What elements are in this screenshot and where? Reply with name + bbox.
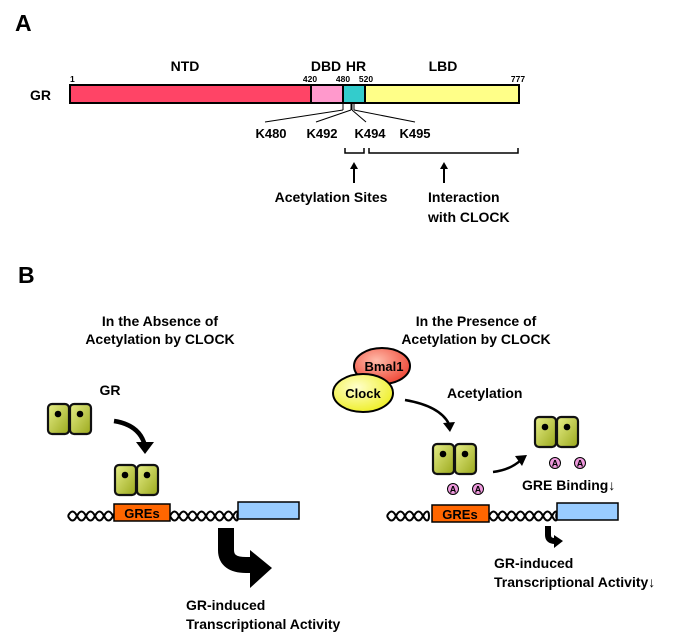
- right-output-line1: GR-induced: [494, 555, 573, 571]
- domain-dbd: [310, 84, 344, 104]
- acetylation-sites-label: Acetylation Sites: [275, 189, 388, 205]
- right-title-line2: Acetylation by CLOCK: [401, 331, 550, 347]
- right-gre-box: [431, 504, 490, 523]
- panel-a-label: A: [15, 10, 32, 36]
- svg-text:A: A: [450, 485, 457, 495]
- site-k492: K492: [306, 126, 337, 141]
- acetylation-process-label: Acetylation: [447, 385, 522, 401]
- gre-binding-label: GRE Binding↓: [522, 477, 615, 493]
- panel-b-label: B: [18, 262, 35, 288]
- interaction-label-line1: Interaction: [428, 189, 500, 205]
- bound-gr-dimer: [113, 463, 160, 497]
- left-gene-box: [237, 501, 300, 520]
- right-gene-box: [556, 502, 619, 521]
- right-output-line2: Transcriptional Activity↓: [494, 574, 655, 590]
- svg-text:A: A: [577, 459, 584, 469]
- bmal1-label: Bmal1: [364, 359, 403, 374]
- domain-label-ntd: NTD: [171, 58, 200, 74]
- acetylation-arrow-icon: [404, 398, 455, 432]
- left-activity-arrow-icon: [218, 528, 272, 588]
- up-arrow-icon: [350, 162, 358, 183]
- domain-label-dbd: DBD: [311, 58, 341, 74]
- position-480: 480: [336, 74, 350, 84]
- left-gr-label: GR: [100, 382, 121, 398]
- up-arrow-icon: [440, 162, 448, 183]
- interaction-bracket: [368, 148, 519, 154]
- right-activity-arrow-icon: [545, 526, 563, 548]
- acetylation-bracket: [344, 148, 365, 154]
- position-1: 1: [70, 74, 75, 84]
- svg-text:A: A: [475, 485, 482, 495]
- left-dna: [67, 510, 239, 522]
- acetyl-mark: A: [549, 457, 561, 469]
- acetyl-mark: A: [472, 483, 484, 495]
- left-gre-label: GREs: [124, 506, 159, 521]
- protein-label: GR: [30, 87, 51, 103]
- left-title-line1: In the Absence of: [102, 313, 219, 329]
- acetyl-mark: A: [574, 457, 586, 469]
- free-gr-dimer: [46, 402, 93, 436]
- right-gre-label: GREs: [442, 507, 477, 522]
- site-k494: K494: [354, 126, 386, 141]
- dissociation-arrow-icon: [492, 455, 527, 474]
- clock-protein: [332, 373, 394, 413]
- domain-lbd: [364, 84, 520, 104]
- right-dna: [386, 510, 558, 522]
- released-gr-dimer: [533, 415, 580, 449]
- position-520: 520: [359, 74, 373, 84]
- clock-label: Clock: [345, 386, 381, 401]
- left-gre-box: [113, 503, 171, 522]
- interaction-label-line2: with CLOCK: [427, 209, 510, 225]
- right-title-line1: In the Presence of: [416, 313, 537, 329]
- site-k495: K495: [399, 126, 430, 141]
- svg-text:A: A: [552, 459, 559, 469]
- domain-label-lbd: LBD: [429, 58, 458, 74]
- binding-arrow-icon: [113, 418, 154, 454]
- acetyl-mark: A: [447, 483, 459, 495]
- domain-label-hr: HR: [346, 58, 366, 74]
- domain-bar: [69, 84, 520, 104]
- site-callouts: [264, 104, 416, 123]
- left-output-line2: Transcriptional Activity: [186, 616, 341, 632]
- acetylated-gr-dimer: [431, 442, 478, 476]
- domain-ntd: [69, 84, 312, 104]
- position-777: 777: [511, 74, 525, 84]
- left-output-line1: GR-induced: [186, 597, 265, 613]
- position-420: 420: [303, 74, 317, 84]
- domain-hr: [342, 84, 366, 104]
- site-k480: K480: [255, 126, 286, 141]
- left-title-line2: Acetylation by CLOCK: [85, 331, 234, 347]
